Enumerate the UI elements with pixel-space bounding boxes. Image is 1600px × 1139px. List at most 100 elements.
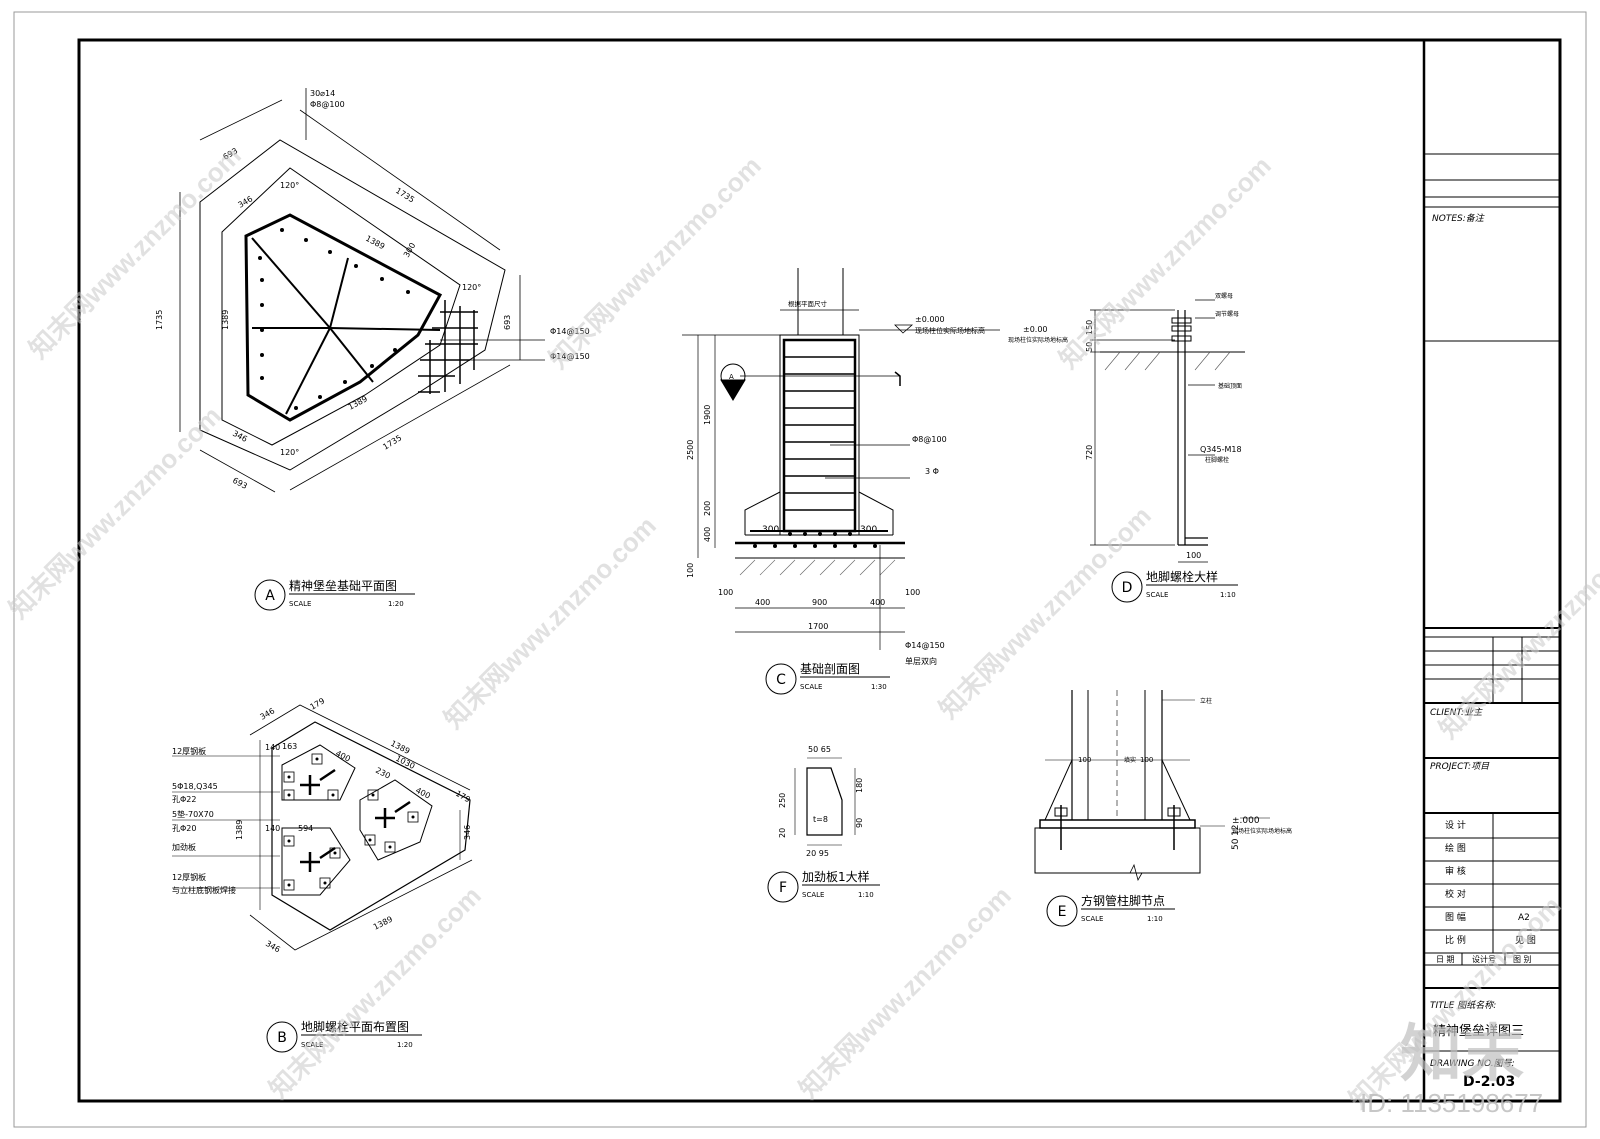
- svg-text:1:20: 1:20: [397, 1041, 413, 1049]
- svg-text:693: 693: [231, 476, 249, 491]
- svg-text:单层双向: 单层双向: [905, 656, 937, 666]
- svg-text:SCALE: SCALE: [1146, 591, 1168, 599]
- svg-text:A: A: [265, 588, 275, 604]
- watermark-text: 知末网www.znzmo.com: [3, 400, 227, 624]
- svg-text:400: 400: [755, 598, 770, 607]
- view-title-d: D 地脚螺栓大样 SCALE 1:10: [1111, 569, 1238, 603]
- svg-text:5Φ18,Q345: 5Φ18,Q345: [172, 782, 218, 791]
- svg-text:B: B: [277, 1030, 287, 1046]
- watermark-text: 知末网www.znzmo.com: [1053, 150, 1277, 374]
- svg-text:100: 100: [718, 588, 733, 597]
- svg-text:1:10: 1:10: [858, 891, 874, 899]
- svg-text:50: 50: [1231, 838, 1241, 850]
- svg-text:120°: 120°: [280, 448, 299, 457]
- svg-text:±.000: ±.000: [1232, 816, 1260, 826]
- view-c-footing: [744, 491, 894, 535]
- svg-text:1030: 1030: [394, 754, 416, 771]
- outer-frame: [13, 11, 1587, 1128]
- svg-text:根据平面尺寸: 根据平面尺寸: [788, 299, 828, 308]
- svg-text:20: 20: [778, 828, 787, 838]
- svg-text:5垫-70X70: 5垫-70X70: [172, 809, 214, 819]
- view-title-a: A 精神堡垒基础平面图 SCALE 1:20: [254, 578, 415, 611]
- svg-text:400: 400: [334, 749, 352, 764]
- svg-text:SCALE: SCALE: [289, 600, 311, 608]
- svg-text:SCALE: SCALE: [802, 891, 824, 899]
- svg-text:300: 300: [402, 241, 417, 259]
- svg-text:100: 100: [905, 588, 920, 597]
- view-b-outline: [271, 721, 471, 931]
- svg-text:孔Φ22: 孔Φ22: [172, 795, 196, 804]
- view-f-labels: 50 65 250 180 90 20 20 95 t=8: [778, 745, 864, 858]
- svg-text:1:10: 1:10: [1147, 915, 1163, 923]
- svg-text:3 Φ: 3 Φ: [925, 467, 939, 476]
- svg-text:精神堡垒基础平面图: 精神堡垒基础平面图: [289, 578, 397, 593]
- svg-text:图 别: 图 别: [1513, 955, 1532, 964]
- view-d-bolt-detail: [1090, 299, 1245, 563]
- view-c-pier: [779, 334, 860, 536]
- svg-text:SCALE: SCALE: [301, 1041, 323, 1049]
- svg-text:1389: 1389: [364, 234, 386, 252]
- watermark-logo: 知末: [1400, 1017, 1524, 1090]
- title-block-text: NOTES:备注 CLIENT:业主 PROJECT:项目 设 计 绘 图 审 …: [1430, 213, 1536, 1090]
- svg-text:现场柱位实际场地标高: 现场柱位实际场地标高: [1232, 827, 1292, 835]
- svg-text:A: A: [729, 373, 734, 381]
- svg-text:346: 346: [237, 194, 255, 209]
- view-a-outer-boundary: [199, 139, 506, 471]
- svg-text:填实: 填实: [1124, 756, 1136, 764]
- view-f-plate: [806, 767, 843, 836]
- svg-text:Φ14@150: Φ14@150: [550, 327, 590, 336]
- svg-text:900: 900: [812, 598, 827, 607]
- svg-text:1:10: 1:10: [1220, 591, 1236, 599]
- svg-text:NOTES:备注: NOTES:备注: [1432, 213, 1485, 224]
- svg-text:柱脚螺栓: 柱脚螺栓: [1205, 456, 1229, 464]
- view-title-f: F 加劲板1大样 SCALE 1:10: [767, 869, 880, 903]
- watermarks: 知末网www.znzmo.com 知末网www.znzmo.com 知末网www…: [3, 140, 1600, 1114]
- watermark-text: 知末网www.znzmo.com: [438, 510, 662, 734]
- svg-text:SCALE: SCALE: [800, 683, 822, 691]
- watermark-text: 知末网www.znzmo.com: [793, 880, 1017, 1104]
- svg-text:693: 693: [503, 315, 512, 330]
- view-c-section: [682, 268, 1000, 650]
- svg-text:地脚螺栓平面布置图: 地脚螺栓平面布置图: [301, 1019, 409, 1034]
- svg-text:DRAWING NO.图号:: DRAWING NO.图号:: [1430, 1058, 1515, 1069]
- svg-text:1900: 1900: [703, 405, 712, 425]
- svg-text:立柱: 立柱: [1200, 697, 1212, 705]
- svg-text:见 图: 见 图: [1515, 935, 1536, 946]
- svg-text:E: E: [1058, 904, 1067, 920]
- svg-text:CLIENT:业主: CLIENT:业主: [1430, 707, 1483, 718]
- svg-text:D: D: [1122, 580, 1133, 596]
- title-block: [1424, 153, 1560, 1052]
- svg-text:90: 90: [855, 818, 864, 828]
- view-title-b: B 地脚螺栓平面布置图 SCALE 1:20: [266, 1019, 422, 1053]
- svg-text:C: C: [776, 672, 786, 688]
- svg-text:140: 140: [265, 824, 280, 833]
- svg-text:1:20: 1:20: [388, 600, 404, 608]
- svg-text:t=8: t=8: [813, 815, 828, 824]
- svg-text:346: 346: [259, 706, 277, 721]
- svg-text:基础顶面: 基础顶面: [1218, 382, 1242, 390]
- svg-text:200: 200: [703, 501, 712, 516]
- svg-text:140: 140: [265, 743, 280, 752]
- svg-text:Q345-M18: Q345-M18: [1200, 445, 1242, 454]
- view-c-labels: 根据平面尺寸 ±0.000 现场柱位实际场地标高 Φ8@100 3 Φ Φ14@…: [686, 299, 985, 666]
- watermark-id: ID: 1135198677: [1360, 1088, 1543, 1118]
- svg-text:163: 163: [282, 742, 297, 751]
- svg-text:1735: 1735: [155, 310, 164, 330]
- svg-text:12: 12: [1231, 825, 1241, 836]
- svg-text:20 95: 20 95: [806, 849, 829, 858]
- svg-text:SCALE: SCALE: [1081, 915, 1103, 923]
- svg-text:基础剖面图: 基础剖面图: [800, 662, 860, 676]
- svg-text:50 65: 50 65: [808, 745, 831, 754]
- svg-text:与立柱底钢板焊接: 与立柱底钢板焊接: [172, 885, 236, 895]
- svg-text:比 例: 比 例: [1445, 934, 1466, 946]
- svg-text:设计号: 设计号: [1472, 954, 1496, 964]
- view-e-column-base: [1034, 690, 1270, 882]
- svg-text:1700: 1700: [808, 622, 828, 631]
- svg-text:1389: 1389: [389, 739, 411, 756]
- drawing-border: [77, 38, 1562, 1103]
- svg-text:Φ14@150: Φ14@150: [905, 641, 945, 650]
- view-a-foundation-plan: [179, 88, 545, 493]
- svg-text:精神堡垒详图三: 精神堡垒详图三: [1433, 1023, 1524, 1039]
- svg-text:调节螺母: 调节螺母: [1215, 310, 1239, 318]
- svg-text:400: 400: [870, 598, 885, 607]
